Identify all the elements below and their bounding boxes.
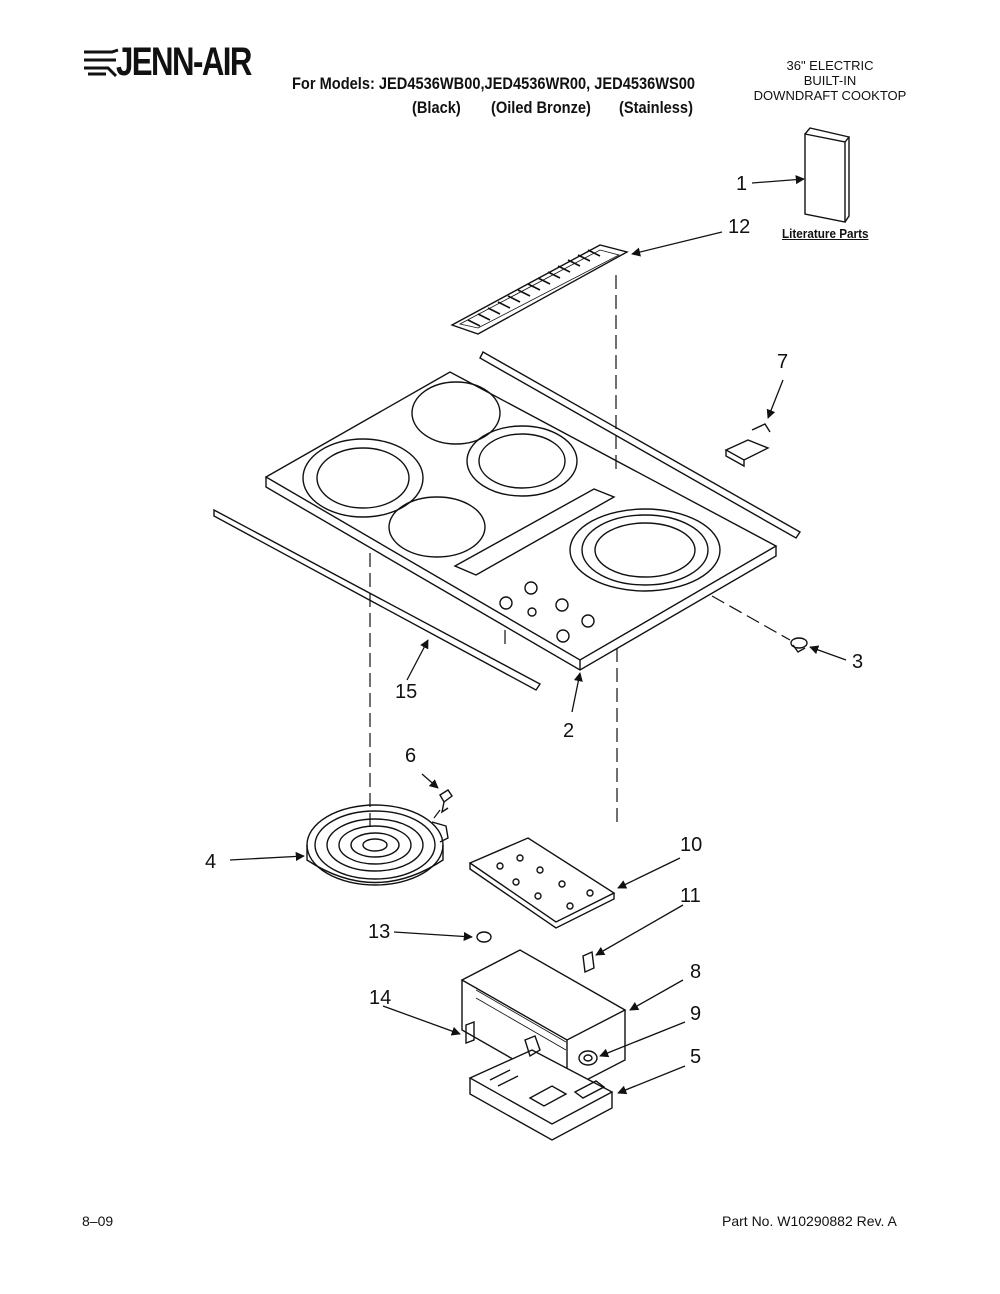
callout-2: 2 <box>563 720 575 742</box>
callout-1: 1 <box>736 173 748 195</box>
variant-stainless: (Stainless) <box>619 98 693 117</box>
brand-name: JENN-AIR <box>116 40 252 84</box>
jenn-air-logo-icon <box>84 48 119 78</box>
literature-booklet <box>804 127 851 223</box>
callout-4: 4 <box>205 851 217 873</box>
trim-strips <box>213 351 801 691</box>
variant-black: (Black) <box>412 98 461 117</box>
callout-11: 11 <box>680 885 701 907</box>
alignment-lines <box>369 275 791 830</box>
callout-13: 13 <box>368 921 391 943</box>
grommet <box>578 1050 598 1066</box>
callout-10: 10 <box>680 834 703 856</box>
callout-12: 12 <box>728 216 751 238</box>
callout-7: 7 <box>777 351 789 373</box>
callout-6: 6 <box>405 745 417 767</box>
callout-8: 8 <box>690 961 702 983</box>
models-line: For Models: JED4536WB00,JED4536WR00, JED… <box>292 74 696 93</box>
callout-9: 9 <box>690 1003 702 1025</box>
screw-13 <box>476 931 492 943</box>
variant-oiled-bronze: (Oiled Bronze) <box>491 98 591 117</box>
relay-board <box>468 1035 614 1141</box>
vent-grille <box>450 244 629 335</box>
product-type-line-1: 36" ELECTRIC <box>786 58 874 73</box>
clip-14 <box>465 1020 475 1045</box>
heating-element <box>306 804 449 886</box>
small-clip <box>582 950 595 974</box>
product-type-line-2: BUILT-IN <box>803 73 857 88</box>
callout-5: 5 <box>690 1046 702 1068</box>
control-board <box>468 837 616 929</box>
footer-part-number: Part No. W10290882 Rev. A <box>722 1213 897 1229</box>
callout-14: 14 <box>369 987 392 1009</box>
literature-parts-label: Literature Parts <box>782 226 869 241</box>
bracket-clip <box>724 423 771 468</box>
product-type-line-3: DOWNDRAFT COOKTOP <box>753 88 907 103</box>
screw <box>790 637 808 653</box>
callout-3: 3 <box>852 651 864 673</box>
leader-arrows <box>229 175 847 1095</box>
glass-cooktop <box>264 371 778 671</box>
footer-date: 8–09 <box>82 1213 114 1229</box>
callout-15: 15 <box>395 681 418 703</box>
screw-small <box>439 789 453 814</box>
